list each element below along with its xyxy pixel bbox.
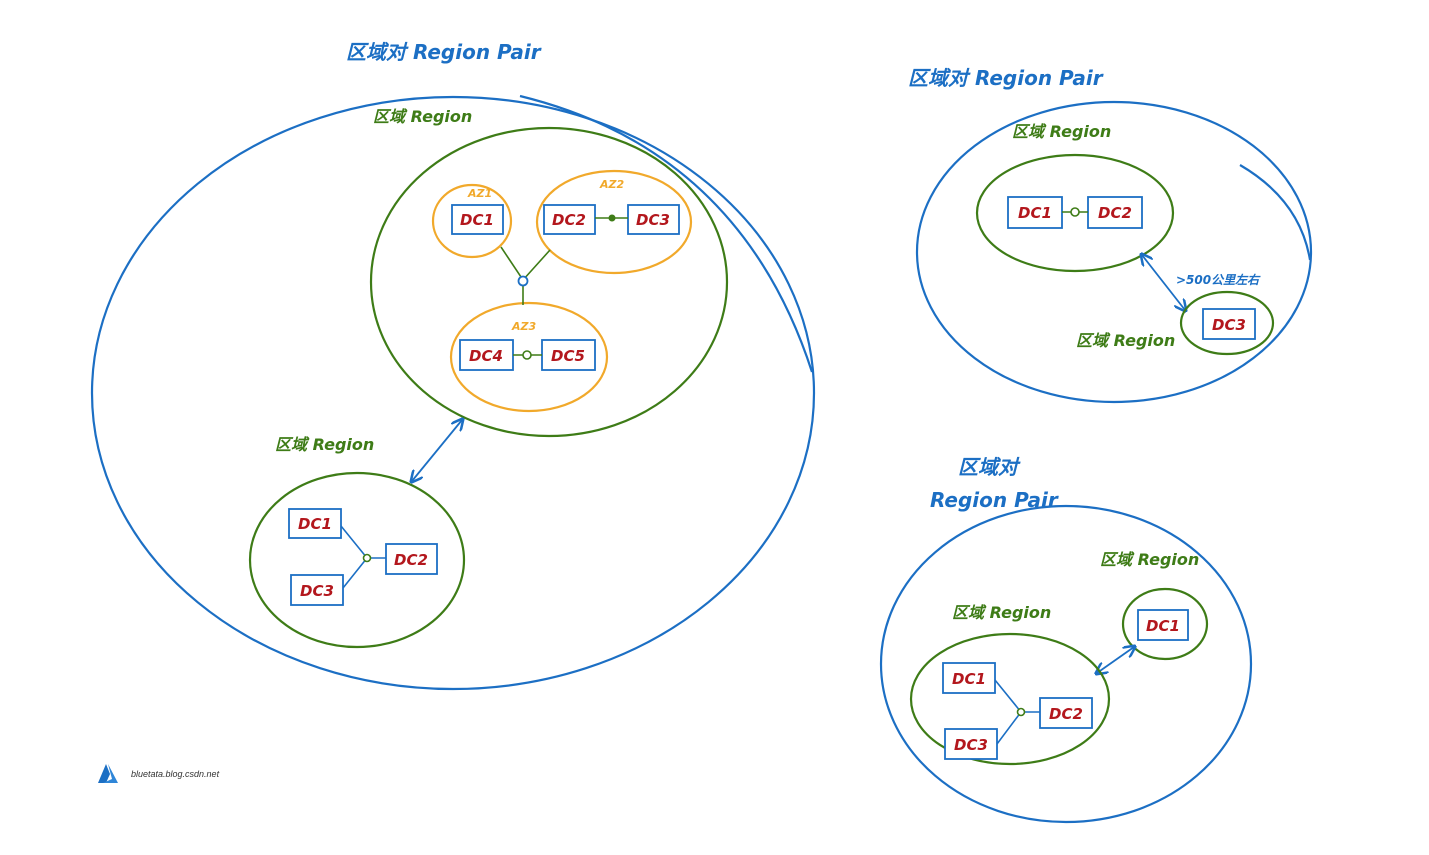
bottom-right-region-b-boundary bbox=[1121, 587, 1209, 661]
left-pair-boundary bbox=[90, 95, 816, 691]
bottom-right-region-b-dc1-label: DC1 bbox=[1146, 617, 1180, 635]
left-az2-dc2-box bbox=[543, 204, 596, 235]
bottom-right-region-b-dc1-box bbox=[1137, 609, 1189, 641]
left-az3-dc5-label: DC5 bbox=[551, 347, 585, 365]
left-region-b-dc1-box bbox=[288, 508, 342, 539]
left-region-link-arrow bbox=[412, 420, 462, 481]
left-az2-dc3-box bbox=[627, 204, 680, 235]
top-right-dc2-label: DC2 bbox=[1098, 204, 1132, 222]
left-region-a-label: 区域 Region bbox=[373, 107, 472, 126]
left-az2-dc3-label: DC3 bbox=[636, 211, 670, 229]
left-az1-label: AZ1 bbox=[467, 187, 492, 200]
bottom-right-region-a-label: 区域 Region bbox=[952, 603, 1051, 622]
bottom-right-region-b-label: 区域 Region bbox=[1100, 550, 1199, 569]
left-region-b-dc3-label: DC3 bbox=[300, 582, 334, 600]
top-right-region-b-label: 区域 Region bbox=[1076, 331, 1175, 350]
left-region-b-boundary bbox=[248, 471, 466, 649]
bottom-right-region-pair: 区域对 Region Pair 区域 Region DC1 区域 Region … bbox=[879, 455, 1253, 824]
top-right-region-a-label: 区域 Region bbox=[1012, 122, 1111, 141]
bottom-right-region-a-dc3-label: DC3 bbox=[954, 736, 988, 754]
left-az2-label: AZ2 bbox=[599, 178, 624, 191]
left-az3-dc5-box bbox=[541, 339, 596, 371]
top-right-dc3-box bbox=[1202, 308, 1256, 340]
left-az1-dc1-label: DC1 bbox=[460, 211, 494, 229]
bottom-right-region-a-dc1-box bbox=[942, 662, 996, 694]
left-region-b-link-node bbox=[362, 553, 372, 563]
bottom-right-region-a-dc3-box bbox=[944, 728, 998, 760]
left-region-b-dc3-box bbox=[290, 574, 344, 606]
credit: bluetata.blog.csdn.net bbox=[98, 764, 220, 783]
left-az-interconnect-node bbox=[517, 275, 529, 287]
left-az-interconnect bbox=[500, 246, 551, 305]
left-region-a-boundary bbox=[369, 126, 729, 438]
bottom-right-region-a-dc2-box bbox=[1039, 697, 1093, 729]
top-right-region-b-boundary bbox=[1179, 290, 1275, 356]
top-right-dc1-label: DC1 bbox=[1018, 204, 1052, 222]
bottom-right-pair-label-line1: 区域对 bbox=[958, 455, 1021, 479]
left-region-b: 区域 Region DC1 DC2 DC3 bbox=[248, 435, 466, 649]
left-region-b-dc2-label: DC2 bbox=[394, 551, 428, 569]
bottom-right-pair-boundary bbox=[879, 504, 1253, 824]
left-region-b-dc1-label: DC1 bbox=[298, 515, 332, 533]
left-region-b-dc2-box bbox=[385, 543, 438, 575]
left-az1-dc1-box bbox=[451, 204, 504, 235]
top-right-pair-sketch-stroke bbox=[1239, 164, 1312, 261]
bottom-right-region-a-boundary bbox=[909, 632, 1111, 766]
bottom-right-region-a-link-node bbox=[1016, 707, 1026, 717]
top-right-pair-boundary bbox=[915, 100, 1313, 404]
left-az3-dc4-label: DC4 bbox=[469, 347, 503, 365]
bottom-right-region-link-arrow bbox=[1097, 647, 1134, 673]
credit-text: bluetata.blog.csdn.net bbox=[131, 769, 220, 779]
top-right-dc1-box bbox=[1007, 196, 1063, 229]
left-az3-link-node bbox=[522, 350, 532, 360]
left-az1-boundary bbox=[431, 183, 513, 259]
left-pair-label: 区域对 Region Pair bbox=[346, 40, 542, 64]
left-region-b-label: 区域 Region bbox=[275, 435, 374, 454]
bottom-right-region-a-dc2-label: DC2 bbox=[1049, 705, 1083, 723]
top-right-distance-label: >500公里左右 bbox=[1176, 273, 1261, 287]
azure-logo-icon bbox=[98, 764, 118, 783]
left-az2-boundary bbox=[535, 169, 693, 275]
top-right-pair-label: 区域对 Region Pair bbox=[908, 66, 1104, 90]
left-az3-boundary bbox=[449, 301, 609, 413]
left-region-pair: 区域对 Region Pair 区域 Region AZ1 DC1 AZ2 DC… bbox=[90, 40, 816, 691]
bottom-right-region-a-dc1-label: DC1 bbox=[952, 670, 986, 688]
left-az2-link-node bbox=[608, 214, 616, 222]
left-az3-label: AZ3 bbox=[511, 320, 536, 333]
top-right-region-link-arrow bbox=[1142, 255, 1185, 310]
left-region-a: 区域 Region AZ1 DC1 AZ2 DC2 DC3 AZ3 DC4 DC… bbox=[369, 107, 729, 438]
left-az3-dc4-box bbox=[459, 339, 514, 371]
top-right-dc-link-node bbox=[1070, 207, 1080, 217]
left-pair-sketch-stroke bbox=[519, 94, 814, 373]
top-right-dc3-label: DC3 bbox=[1212, 316, 1246, 334]
top-right-region-pair: 区域对 Region Pair 区域 Region DC1 DC2 >500公里… bbox=[908, 66, 1313, 404]
top-right-region-a-boundary bbox=[975, 153, 1175, 273]
left-az2-dc2-label: DC2 bbox=[552, 211, 586, 229]
